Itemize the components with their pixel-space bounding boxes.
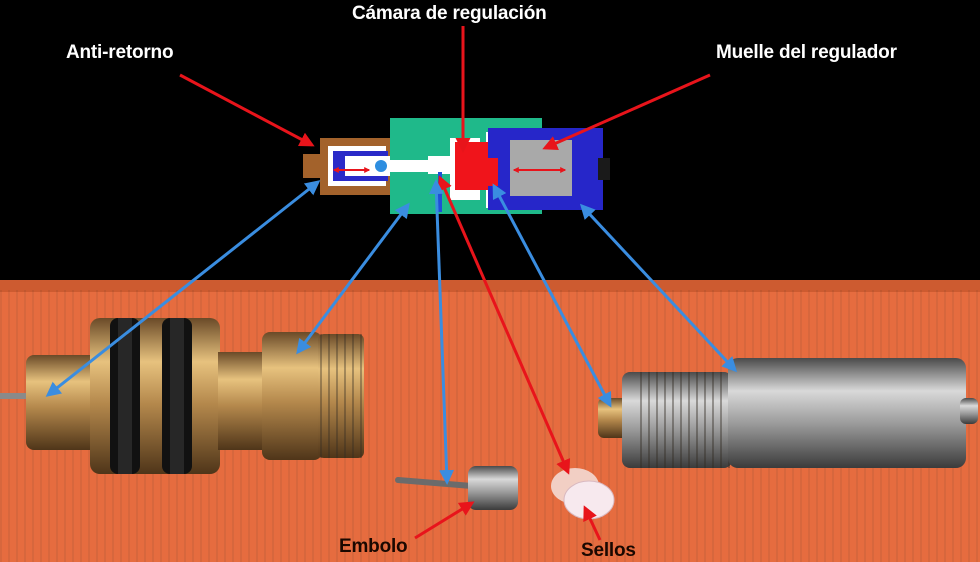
label-muelle-del-regulador: Muelle del regulador xyxy=(716,42,897,63)
label-anti-retorno: Anti-retorno xyxy=(66,42,174,63)
label-embolo: Embolo xyxy=(339,536,408,557)
label-camara-de-regulacion: Cámara de regulación xyxy=(352,3,547,24)
check-valve-ball xyxy=(375,160,387,172)
seals-part xyxy=(551,468,615,520)
callout-arrows xyxy=(45,26,738,541)
check-valve-nozzle xyxy=(303,154,325,178)
arrow-antiretorno xyxy=(179,73,315,147)
link-piston xyxy=(428,179,455,485)
arrow-muelle xyxy=(542,73,711,151)
label-sellos: Sellos xyxy=(581,540,636,561)
link-housing xyxy=(579,203,738,373)
steel-housing-part xyxy=(598,358,978,468)
arrow-sellos xyxy=(583,505,602,541)
link-check-valve xyxy=(45,180,321,397)
link-chamber-body xyxy=(296,202,410,355)
spring xyxy=(510,140,572,196)
arrow-embolo xyxy=(414,501,475,540)
